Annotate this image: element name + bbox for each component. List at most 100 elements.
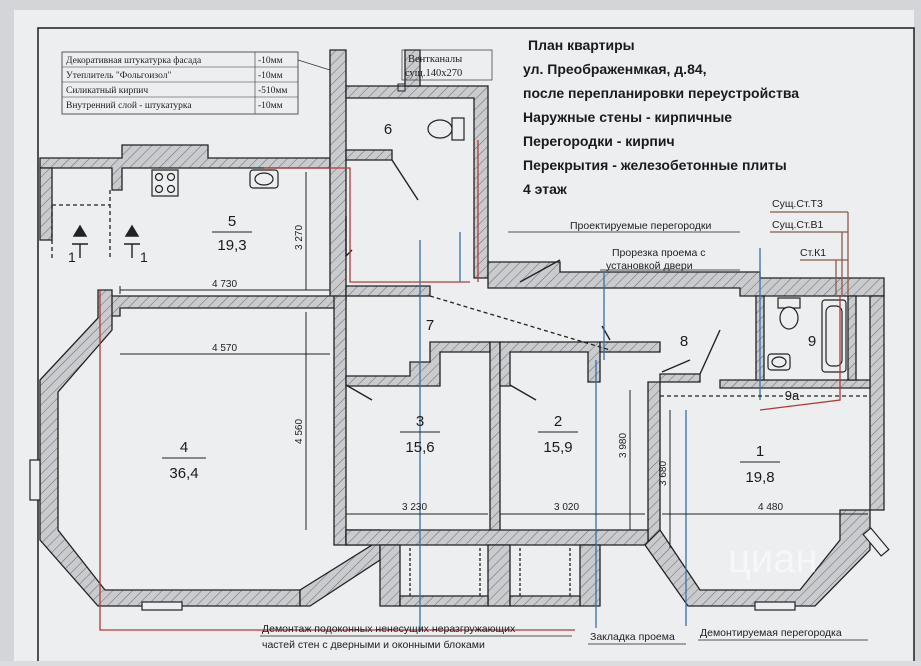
door-room3 (345, 384, 373, 401)
vent-size: сущ.140х270 (405, 68, 462, 79)
room-labels: 5 19,3 4 36,4 3 15,6 2 15,9 1 19,8 6 7 8… (162, 121, 816, 486)
room-5-number: 5 (228, 213, 236, 230)
sewer-line-bath (759, 296, 841, 411)
title-line: после перепланировки переустройства (523, 85, 799, 101)
room-3-number: 3 (416, 413, 424, 430)
title-line: 4 этаж (523, 181, 568, 197)
section-mark-right: 1 (140, 249, 148, 265)
dim-4570: 4 570 (212, 343, 237, 354)
wall-legend-layer: Внутренний слой - штукатурка (66, 100, 192, 111)
note-infill: Закладка проема (590, 631, 675, 643)
wall-right-outer (869, 295, 885, 511)
vent-shaft-icon (397, 83, 406, 92)
vent-label: Вентканалы (408, 54, 462, 65)
riser-verticals (835, 212, 849, 296)
stove-icon (151, 169, 179, 197)
dim-4480: 4 480 (758, 502, 783, 513)
title-line: Перегородки - кирпич (523, 133, 675, 149)
vent-label-box (401, 49, 493, 81)
demolition-dashed-room5 (51, 190, 111, 260)
room-8-number: 8 (680, 333, 688, 350)
annotations: Проектируемые перегородки Прорезка проем… (262, 198, 842, 651)
wall-bottom-pier-b (487, 544, 511, 607)
room-1-area: 19,8 (745, 469, 774, 486)
wall-corridor-top (487, 261, 885, 297)
bathtub-icon (821, 299, 847, 373)
wall-legend-thickness: -10мм (258, 56, 283, 66)
dim-3680: 3 680 (658, 461, 669, 486)
door-room8 (699, 329, 721, 375)
wall-room2-top (499, 341, 601, 387)
room-7-number: 7 (426, 317, 434, 334)
door-room1 (661, 359, 691, 373)
title-line: ул. Преображенмкая, д.84, (523, 61, 707, 77)
title-line: Наружные стены - кирпичные (523, 109, 732, 125)
watermark: циан (728, 537, 818, 581)
wall-bath-right (847, 295, 857, 381)
dim-3020: 3 020 (554, 502, 579, 513)
door-corridor (519, 259, 561, 283)
utility-lines (51, 140, 870, 632)
wall-room6-outer (345, 85, 489, 279)
note-st-k1: Ст.К1 (800, 247, 826, 259)
room-2-area: 15,9 (543, 439, 572, 456)
title-line: План квартиры (528, 37, 635, 53)
room-4-area: 36,4 (169, 465, 198, 482)
wall-legend-frame (61, 51, 299, 115)
toilet-room6-icon (427, 117, 465, 141)
wall-room3-room2 (489, 341, 501, 546)
demolition-dashed-partitions (429, 295, 870, 397)
room-2-number: 2 (554, 413, 562, 430)
note-demolition-line2: частей стен с дверными и оконными блокам… (262, 639, 485, 651)
drawing-frame (37, 27, 915, 666)
wall-room4-room3 (333, 295, 347, 546)
wall-legend-layer: Декоративная штукатурка фасада (66, 55, 202, 66)
demolition-leader-red (99, 290, 575, 631)
wall-legend-thickness: -10мм (258, 71, 283, 81)
window-room1-bottom (754, 601, 796, 611)
room-6-number: 6 (384, 121, 392, 138)
wall-bottom-pier-a (379, 544, 401, 607)
wall-bottom-pier-c (579, 544, 601, 607)
wall-room8-bottom (659, 373, 701, 383)
wall-legend: Декоративная штукатурка фасада-10ммУтепл… (61, 51, 331, 115)
dim-4730: 4 730 (212, 279, 237, 290)
title-line: Перекрытия - железобетонные плиты (523, 157, 787, 173)
note-st-v1: Сущ.Ст.В1 (772, 219, 824, 231)
door-room2 (509, 384, 537, 401)
room-9-number: 9 (808, 333, 816, 350)
dimension-labels: 4 730 4 570 3 270 4 560 3 230 3 020 3 98… (212, 225, 783, 513)
kitchen-sink-icon (249, 169, 279, 189)
room-5-area: 19,3 (217, 237, 246, 254)
dim-3980: 3 980 (618, 433, 629, 458)
wall-legend-layer: Утеплитель "Фольгоизол" (66, 71, 171, 81)
room-4-number: 4 (180, 439, 188, 456)
dim-4560: 4 560 (294, 419, 305, 444)
wall-corridor-left (345, 285, 431, 297)
note-opening-line1: Прорезка проема с (612, 247, 706, 259)
window-room4-bottom (141, 601, 183, 611)
windows (29, 459, 890, 611)
window-room4-left (29, 459, 41, 501)
wall-bottom-sill-a (399, 595, 489, 607)
wall-room6-stub (345, 149, 393, 161)
wall-left-upper (39, 167, 53, 241)
dim-3270: 3 270 (294, 225, 305, 250)
room-1-number: 1 (756, 443, 764, 460)
title-block: План квартиры ул. Преображенмкая, д.84, по… (523, 37, 799, 197)
walls (39, 49, 885, 607)
wall-legend-rows: Декоративная штукатурка фасада-10ммУтепл… (66, 55, 287, 111)
wall-bath-bottom (719, 379, 871, 389)
sewer-line-kitchen (264, 167, 470, 283)
wall-shaft-left (329, 49, 347, 301)
wall-legend-thickness: -10мм (258, 101, 283, 111)
fixtures (151, 117, 847, 373)
wall-legend-layer: Силикатный кирпич (66, 85, 148, 96)
dimension-lines (119, 172, 868, 548)
note-demolished-partition: Демонтируемая перегородка (700, 627, 842, 639)
window-room1-corner (862, 527, 890, 557)
room-3-area: 15,6 (405, 439, 434, 456)
dim-3230: 3 230 (402, 502, 427, 513)
section-mark-left: 1 (68, 249, 76, 265)
